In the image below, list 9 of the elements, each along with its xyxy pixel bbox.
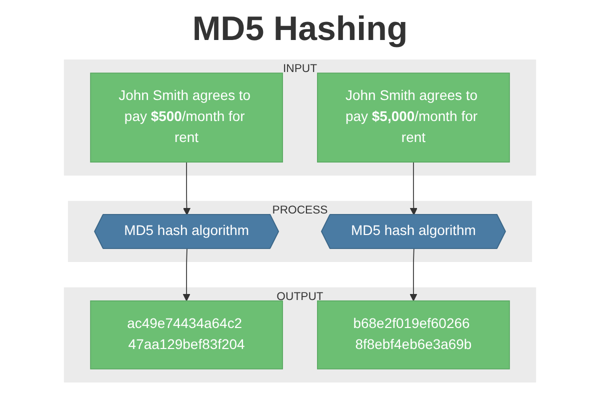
arrow <box>182 162 191 216</box>
arrow <box>182 248 190 302</box>
arrow <box>410 162 418 216</box>
node-box: b68e2f019ef60266 8f8ebf4eb6e3a69b <box>317 300 510 370</box>
node-box: John Smith agrees to pay $5,000/month for rent <box>317 72 510 163</box>
node-box: ac49e74434a64c2 47aa129bef83f204 <box>90 300 283 370</box>
node-box: John Smith agrees to pay $500/month for rent <box>90 72 283 163</box>
arrow <box>410 248 418 302</box>
title: MD5 Hashing <box>191 10 409 49</box>
